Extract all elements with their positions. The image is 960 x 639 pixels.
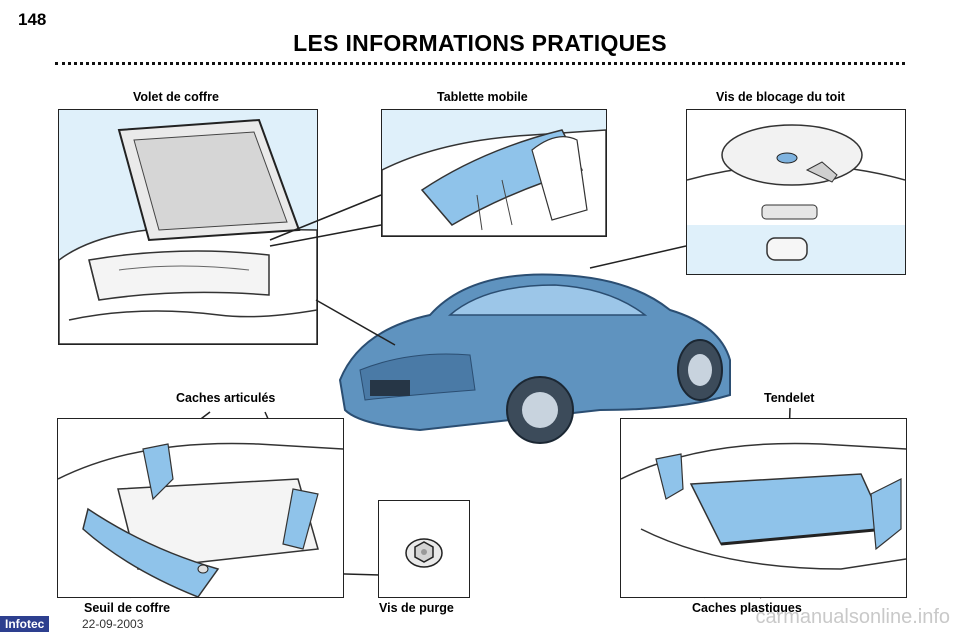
drain-screw-icon [405, 538, 443, 568]
tablette-illustration [382, 129, 606, 236]
panel-vis-de-purge [378, 500, 470, 598]
label-caches-articules: Caches articulés [176, 391, 276, 405]
label-seuil-de-coffre: Seuil de coffre [84, 601, 171, 615]
page-title: LES INFORMATIONS PRATIQUES [293, 30, 667, 56]
panel-tablette-mobile [381, 109, 607, 237]
label-tablette-mobile: Tablette mobile [437, 90, 528, 104]
car-illustration [338, 273, 731, 444]
trunk-open-illustration [59, 118, 317, 344]
label-vis-blocage-toit: Vis de blocage du toit [716, 90, 845, 104]
roof-lock-illustration [687, 110, 905, 261]
dotted-divider [55, 62, 905, 65]
infotec-logo: Infotec [0, 616, 50, 632]
label-vis-de-purge: Vis de purge [379, 601, 454, 615]
panel-caches-articules [57, 418, 344, 598]
trunk-interior-right-illustration [621, 442, 906, 570]
panel-vis-blocage-toit [686, 109, 906, 275]
footer-date: 22-09-2003 [82, 617, 144, 631]
panel-volet-de-coffre [58, 109, 318, 345]
page-number: 148 [18, 10, 47, 29]
label-tendelet: Tendelet [764, 391, 815, 405]
trunk-interior-left-illustration [58, 442, 343, 597]
label-caches-plastiques: Caches plastiques [692, 601, 802, 615]
watermark: carmanualsonline.info [755, 606, 950, 628]
panel-tendelet [620, 418, 907, 598]
label-volet-de-coffre: Volet de coffre [133, 90, 219, 104]
